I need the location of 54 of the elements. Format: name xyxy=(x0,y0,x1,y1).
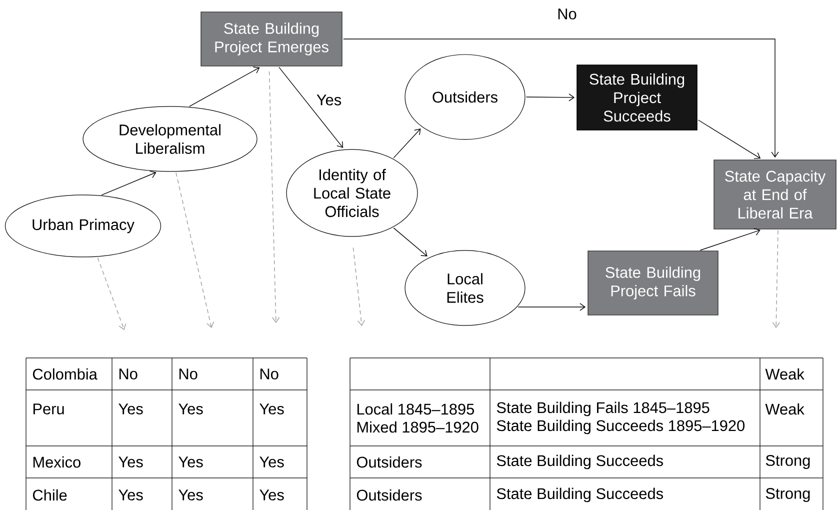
arrow xyxy=(393,128,421,158)
edge-label: Yes xyxy=(315,94,343,106)
table-cell: Outsiders xyxy=(356,489,422,501)
table-cell: State Building Succeeds xyxy=(496,488,663,502)
ellipse-node: Developmental Liberalism xyxy=(82,106,258,172)
dashed-arrow xyxy=(772,230,780,328)
arrow xyxy=(278,66,344,148)
table-cell: Yes xyxy=(260,490,284,500)
table-cell: Yes xyxy=(260,456,284,468)
arrow xyxy=(343,38,779,158)
table-cell: Outsiders xyxy=(356,456,422,468)
table-cell: No xyxy=(119,368,138,380)
table-cell: Mixed 1895–1920 xyxy=(357,421,478,433)
arrow xyxy=(518,303,586,311)
arrow xyxy=(393,228,428,256)
table-cell: Weak xyxy=(765,403,804,415)
table-cell: Yes xyxy=(118,404,143,414)
table-cell: Peru xyxy=(33,404,64,414)
table-cell: Yes xyxy=(178,404,203,414)
ellipse-node: Local Elites xyxy=(404,250,526,326)
table-cell: Colombia xyxy=(33,368,98,380)
arrow xyxy=(698,120,761,159)
table-cell: Yes xyxy=(260,404,284,414)
table-cell: Mexico xyxy=(33,456,80,468)
dashed-arrow xyxy=(176,172,214,328)
ellipse-node: Urban Primacy xyxy=(4,194,162,258)
ellipse-node: Outsiders xyxy=(404,54,526,140)
table-cell: Yes xyxy=(178,490,203,500)
process-box: State Building Project Emerges xyxy=(200,12,342,66)
process-box: State Building Project Succeeds xyxy=(576,64,698,130)
arrow xyxy=(700,228,760,251)
arrow xyxy=(101,170,156,196)
table-cell: Strong xyxy=(766,455,810,469)
table-cell: State Building Succeeds xyxy=(496,454,663,470)
table-cell: No xyxy=(179,368,198,380)
arrow xyxy=(526,94,575,102)
table-cell: State Building Succeeds 1895–1920 xyxy=(496,420,745,434)
dashed-arrow xyxy=(352,247,365,326)
table-cell: Local 1845–1895 xyxy=(357,403,474,415)
table-cell: State Building Fails 1845–1895 xyxy=(496,402,710,416)
table-cell: Chile xyxy=(33,489,67,501)
ellipse-node: Identity of Local State Officials xyxy=(286,149,418,237)
arrow xyxy=(189,66,260,107)
dashed-arrow xyxy=(268,71,280,323)
table-cell: Yes xyxy=(178,456,203,468)
table-cell: Weak xyxy=(765,368,804,380)
table-cell: Strong xyxy=(766,488,810,502)
table-cell: No xyxy=(260,368,278,380)
dashed-arrow xyxy=(97,257,126,330)
table-cell: Yes xyxy=(118,456,143,468)
edge-label: No xyxy=(556,8,578,20)
process-box: State Building Project Fails xyxy=(588,250,718,316)
table-cell: Yes xyxy=(118,490,143,500)
process-box: State Capacity at End of Liberal Era xyxy=(714,160,836,230)
